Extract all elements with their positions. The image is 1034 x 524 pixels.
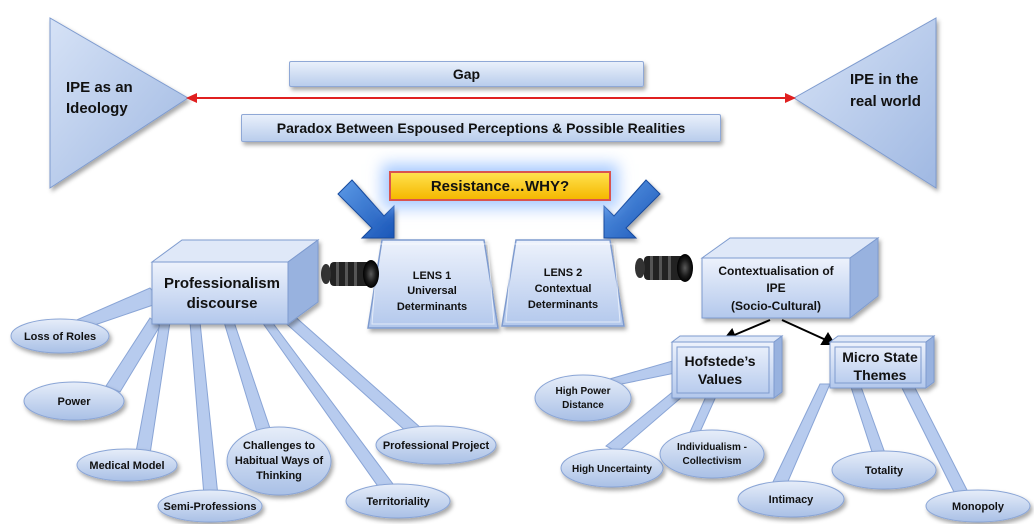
- callout-high-power-distance-label-1: High Power: [555, 386, 610, 397]
- hofstede-box: [670, 335, 784, 399]
- callout-high-power-distance-label-2: Distance: [562, 400, 604, 411]
- gap-bar: Gap: [289, 61, 644, 87]
- ideology-triangle: IPE as an Ideology: [49, 17, 189, 189]
- callout-loss-of-roles-label: Loss of Roles: [24, 331, 96, 343]
- callout-challenges: Challenges to Habitual Ways of Thinking: [226, 426, 332, 496]
- callout-totality-label: Totality: [865, 465, 904, 477]
- callout-individualism: Individualism - Collectivism: [659, 429, 765, 479]
- micro-title-2: Themes: [854, 367, 907, 383]
- professionalism-box: [150, 239, 320, 325]
- callout-high-uncertainty-label: High Uncertainty: [572, 464, 652, 475]
- callout-high-power-distance: High Power Distance: [534, 374, 632, 422]
- callout-intimacy: Intimacy: [737, 480, 845, 518]
- professionalism-title-2: discourse: [187, 295, 258, 312]
- callout-intimacy-label: Intimacy: [769, 494, 815, 506]
- context-title-2: IPE: [766, 281, 785, 295]
- callout-loss-of-roles: Loss of Roles: [10, 318, 110, 354]
- callout-monopoly-label: Monopoly: [952, 501, 1005, 513]
- real-world-triangle: IPE in the real world: [793, 17, 937, 189]
- callout-monopoly: Monopoly: [925, 489, 1031, 523]
- camera-lens-icon: [635, 254, 693, 282]
- real-world-label-2: real world: [850, 93, 921, 110]
- callout-medical-model: Medical Model: [76, 448, 178, 482]
- context-title-1: Contextualisation of: [718, 264, 834, 278]
- callout-semi-professions: Semi-Professions: [157, 489, 263, 523]
- real-world-label-1: IPE in the: [850, 71, 918, 88]
- lens1-label-2: Universal: [407, 285, 457, 297]
- callout-medical-model-label: Medical Model: [89, 460, 164, 472]
- lens1-trapezoid: LENS 1 Universal Determinants: [367, 239, 499, 329]
- lens1-label-3: Determinants: [397, 301, 467, 313]
- camera-lens-icon: [321, 260, 379, 288]
- right-blue-arrow: [603, 179, 661, 239]
- lens1-label-1: LENS 1: [413, 270, 452, 282]
- hofstede-title-1: Hofstede’s: [684, 353, 755, 369]
- contextualisation-box: [700, 237, 880, 320]
- resistance-box: Resistance…WHY?: [389, 171, 611, 201]
- callout-totality: Totality: [831, 450, 937, 490]
- callout-challenges-label-3: Thinking: [256, 470, 302, 482]
- hofstede-title-2: Values: [698, 371, 743, 387]
- lens2-label-2: Contextual: [535, 283, 592, 295]
- professionalism-title-1: Professionalism: [164, 275, 280, 292]
- callout-individualism-label-2: Collectivism: [683, 456, 742, 467]
- callout-challenges-label-1: Challenges to: [243, 440, 315, 452]
- lens2-label-3: Determinants: [528, 299, 598, 311]
- callout-power: Power: [23, 381, 125, 421]
- callout-high-uncertainty: High Uncertainty: [560, 448, 664, 488]
- gap-double-arrow: [186, 93, 796, 103]
- ideology-label-2: Ideology: [66, 100, 128, 117]
- paradox-bar: Paradox Between Espoused Perceptions & P…: [241, 114, 721, 142]
- callout-territoriality: Territoriality: [345, 483, 451, 519]
- context-title-3: (Socio-Cultural): [731, 299, 821, 313]
- callout-territoriality-label: Territoriality: [366, 496, 430, 508]
- ideology-label-1: IPE as an: [66, 79, 133, 96]
- callout-power-label: Power: [57, 396, 91, 408]
- micro-state-box: [828, 335, 936, 389]
- callout-professional-project-label: Professional Project: [383, 440, 490, 452]
- callout-challenges-label-2: Habitual Ways of: [235, 455, 324, 467]
- callout-professional-project: Professional Project: [375, 425, 497, 465]
- lens2-trapezoid: LENS 2 Contextual Determinants: [501, 239, 625, 327]
- callout-semi-professions-label: Semi-Professions: [164, 501, 257, 513]
- left-blue-arrow: [337, 179, 395, 239]
- lens2-label-1: LENS 2: [544, 267, 583, 279]
- micro-title-1: Micro State: [842, 349, 918, 365]
- callout-individualism-label-1: Individualism -: [677, 442, 747, 453]
